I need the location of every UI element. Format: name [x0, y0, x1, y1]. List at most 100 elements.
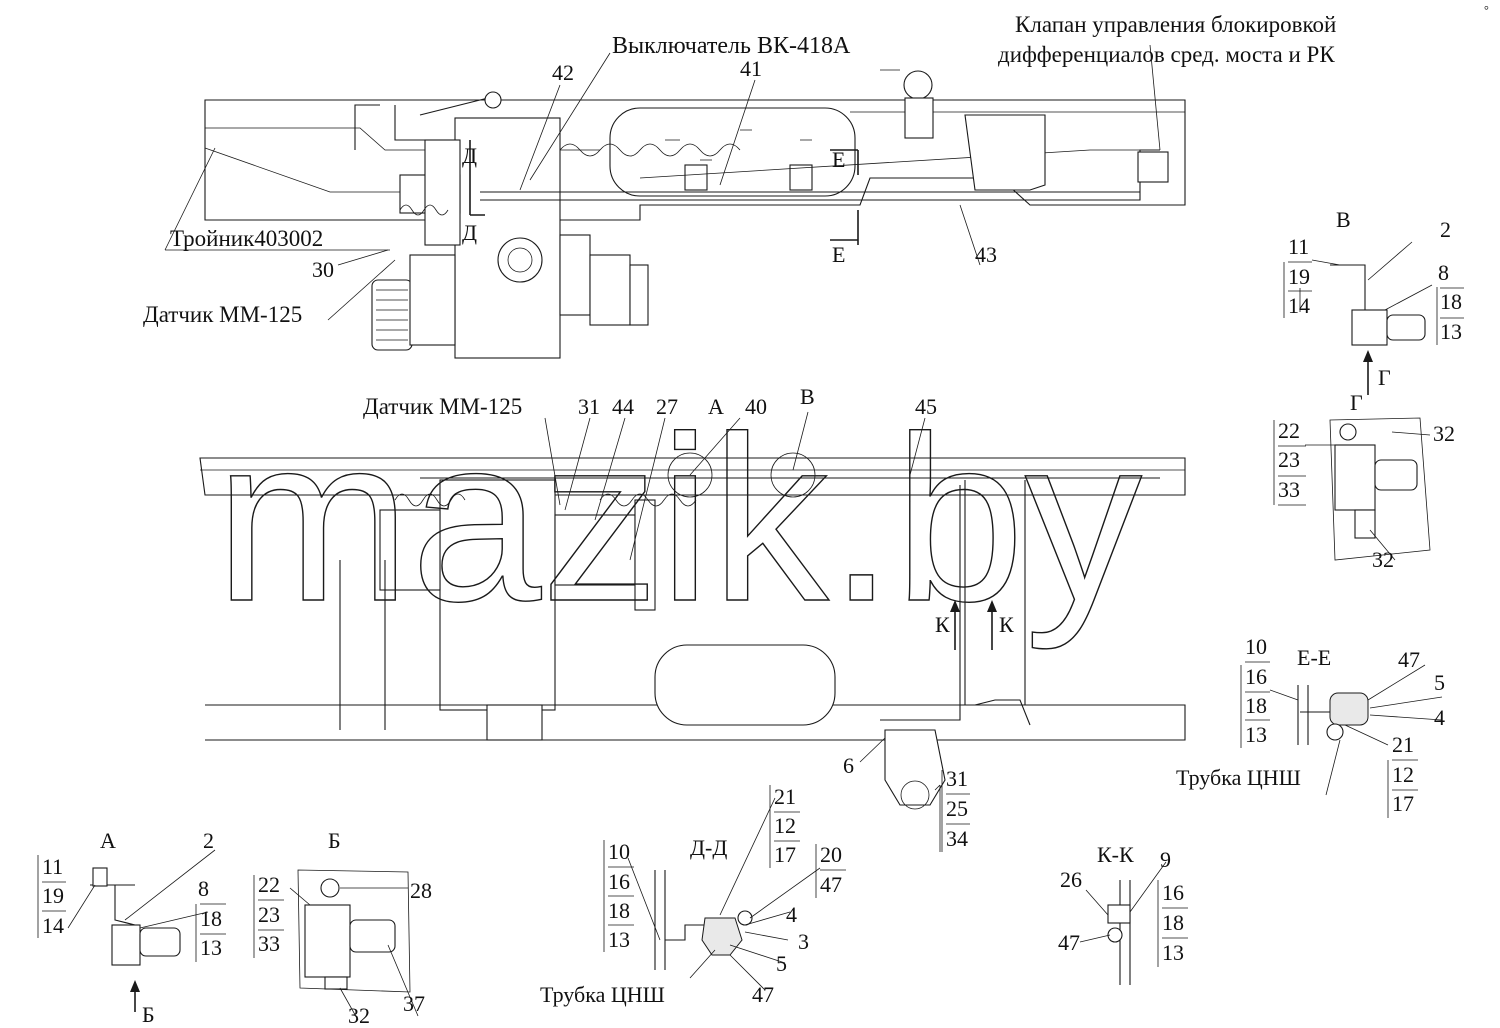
callout-30: 30	[312, 257, 334, 282]
callout-42: 42	[552, 60, 574, 85]
leader-lines	[67, 44, 1443, 1021]
air-tank-top	[609, 107, 856, 197]
kk-callout-13: 13	[1162, 940, 1184, 965]
b-callout-32: 32	[348, 1003, 370, 1028]
dd-callout-21: 21	[774, 784, 796, 809]
output-shaft	[497, 237, 543, 283]
g-callout-33: 33	[1278, 477, 1300, 502]
view-a-title: А	[100, 828, 116, 853]
label-sensor-mid: Датчик ММ-125	[363, 394, 522, 419]
ee-callout-5: 5	[1434, 670, 1445, 695]
dd-callout-47a: 47	[820, 872, 842, 897]
callout-44: 44	[612, 394, 634, 419]
ee-callout-13: 13	[1245, 722, 1267, 747]
ee-callout-47: 47	[1398, 647, 1420, 672]
section-marker-d	[469, 140, 485, 216]
detail-dd	[654, 870, 753, 970]
section-marker-e	[830, 149, 859, 245]
callout-31a: 31	[578, 394, 600, 419]
callout-45: 45	[915, 394, 937, 419]
detail-circle-v	[770, 452, 816, 498]
label-tube-dd: Трубка ЦНШ	[540, 982, 665, 1007]
g-callout-23: 23	[1278, 447, 1300, 472]
detail-v	[1330, 264, 1426, 395]
section-k-right: К	[999, 612, 1014, 637]
section-d-bottom: Д	[462, 220, 477, 245]
arrow-g-label: Г	[1378, 365, 1391, 390]
view-v-title: В	[1336, 207, 1351, 232]
dd-callout-13: 13	[608, 927, 630, 952]
view-dd-title: Д-Д	[690, 835, 727, 860]
label-valve-line1: Клапан управления блокировкой	[1015, 12, 1336, 37]
ee-callout-17: 17	[1392, 791, 1414, 816]
transfer-case-body	[454, 117, 561, 359]
v-callout-11: 11	[1288, 234, 1309, 259]
dd-valve	[701, 917, 743, 956]
section-e-bottom: Е	[832, 242, 845, 267]
a-callout-8: 8	[198, 876, 209, 901]
callout-40: 40	[745, 394, 767, 419]
arrow-b-label: Б	[142, 1002, 155, 1027]
section-marker-k	[954, 605, 993, 650]
labels: ° Выключатель ВК-418А Клапан управления …	[42, 3, 1489, 1028]
dd-callout-3: 3	[798, 929, 809, 954]
dd-callout-17: 17	[774, 842, 796, 867]
section-e-top: Е	[832, 147, 845, 172]
a-callout-11: 11	[42, 854, 63, 879]
kk-callout-26: 26	[1060, 867, 1082, 892]
detail-ee	[1297, 685, 1369, 745]
b-callout-28: 28	[410, 878, 432, 903]
valve-small-1	[684, 164, 708, 191]
ee-callout-21: 21	[1392, 732, 1414, 757]
label-switch-vk418a: Выключатель ВК-418А	[612, 33, 851, 59]
crossmember	[964, 480, 1031, 726]
v-callout-8: 8	[1438, 260, 1449, 285]
detail-kk	[1107, 880, 1131, 985]
kk-callout-18: 18	[1162, 910, 1184, 935]
ee-callout-12: 12	[1392, 762, 1414, 787]
dd-callout-5: 5	[776, 951, 787, 976]
label-sensor-top: Датчик ММ-125	[143, 302, 302, 327]
dd-callout-20: 20	[820, 842, 842, 867]
b-callout-37: 37	[403, 991, 425, 1016]
v-callout-19: 19	[1288, 264, 1310, 289]
b-callout-23: 23	[258, 902, 280, 927]
valve-a-body	[111, 924, 141, 966]
corner-mark: °	[1484, 3, 1489, 17]
air-tank-lower	[654, 644, 836, 726]
g-callout-32b: 32	[1372, 547, 1394, 572]
view-b-title: Б	[328, 828, 341, 853]
g-callout-22: 22	[1278, 418, 1300, 443]
label-valve-line2: дифференциалов сред. моста и РК	[998, 42, 1335, 67]
a-callout-18: 18	[200, 906, 222, 931]
top-assembly	[204, 70, 1186, 359]
callout-rules	[37, 261, 1464, 967]
middle-assembly	[199, 452, 1186, 810]
g-callout-32a: 32	[1433, 421, 1455, 446]
dd-callout-18: 18	[608, 898, 630, 923]
pulley-left	[371, 279, 413, 351]
dd-callout-16: 16	[608, 869, 630, 894]
detail-circle-a	[667, 452, 713, 498]
view-v-ref: В	[800, 384, 815, 409]
ee-valve	[1329, 692, 1369, 726]
mid-frame-rail	[199, 457, 1186, 496]
v-callout-14: 14	[1288, 293, 1310, 318]
detail-b-outline	[297, 869, 411, 993]
callout-31b: 31	[946, 766, 968, 791]
kk-callout-16: 16	[1162, 880, 1184, 905]
kk-callout-47: 47	[1058, 930, 1080, 955]
detail-g	[1329, 417, 1431, 561]
top-valve	[903, 70, 933, 100]
dd-callout-12: 12	[774, 813, 796, 838]
dd-callout-47b: 47	[752, 982, 774, 1007]
b-callout-33: 33	[258, 931, 280, 956]
a-callout-2: 2	[203, 828, 214, 853]
view-ee-title: Е-Е	[1297, 645, 1331, 670]
section-k-left: К	[935, 612, 950, 637]
view-kk-title: К-К	[1097, 842, 1134, 867]
detail-g-outline	[1329, 417, 1431, 561]
kk-callout-9: 9	[1160, 847, 1171, 872]
callout-43: 43	[975, 242, 997, 267]
